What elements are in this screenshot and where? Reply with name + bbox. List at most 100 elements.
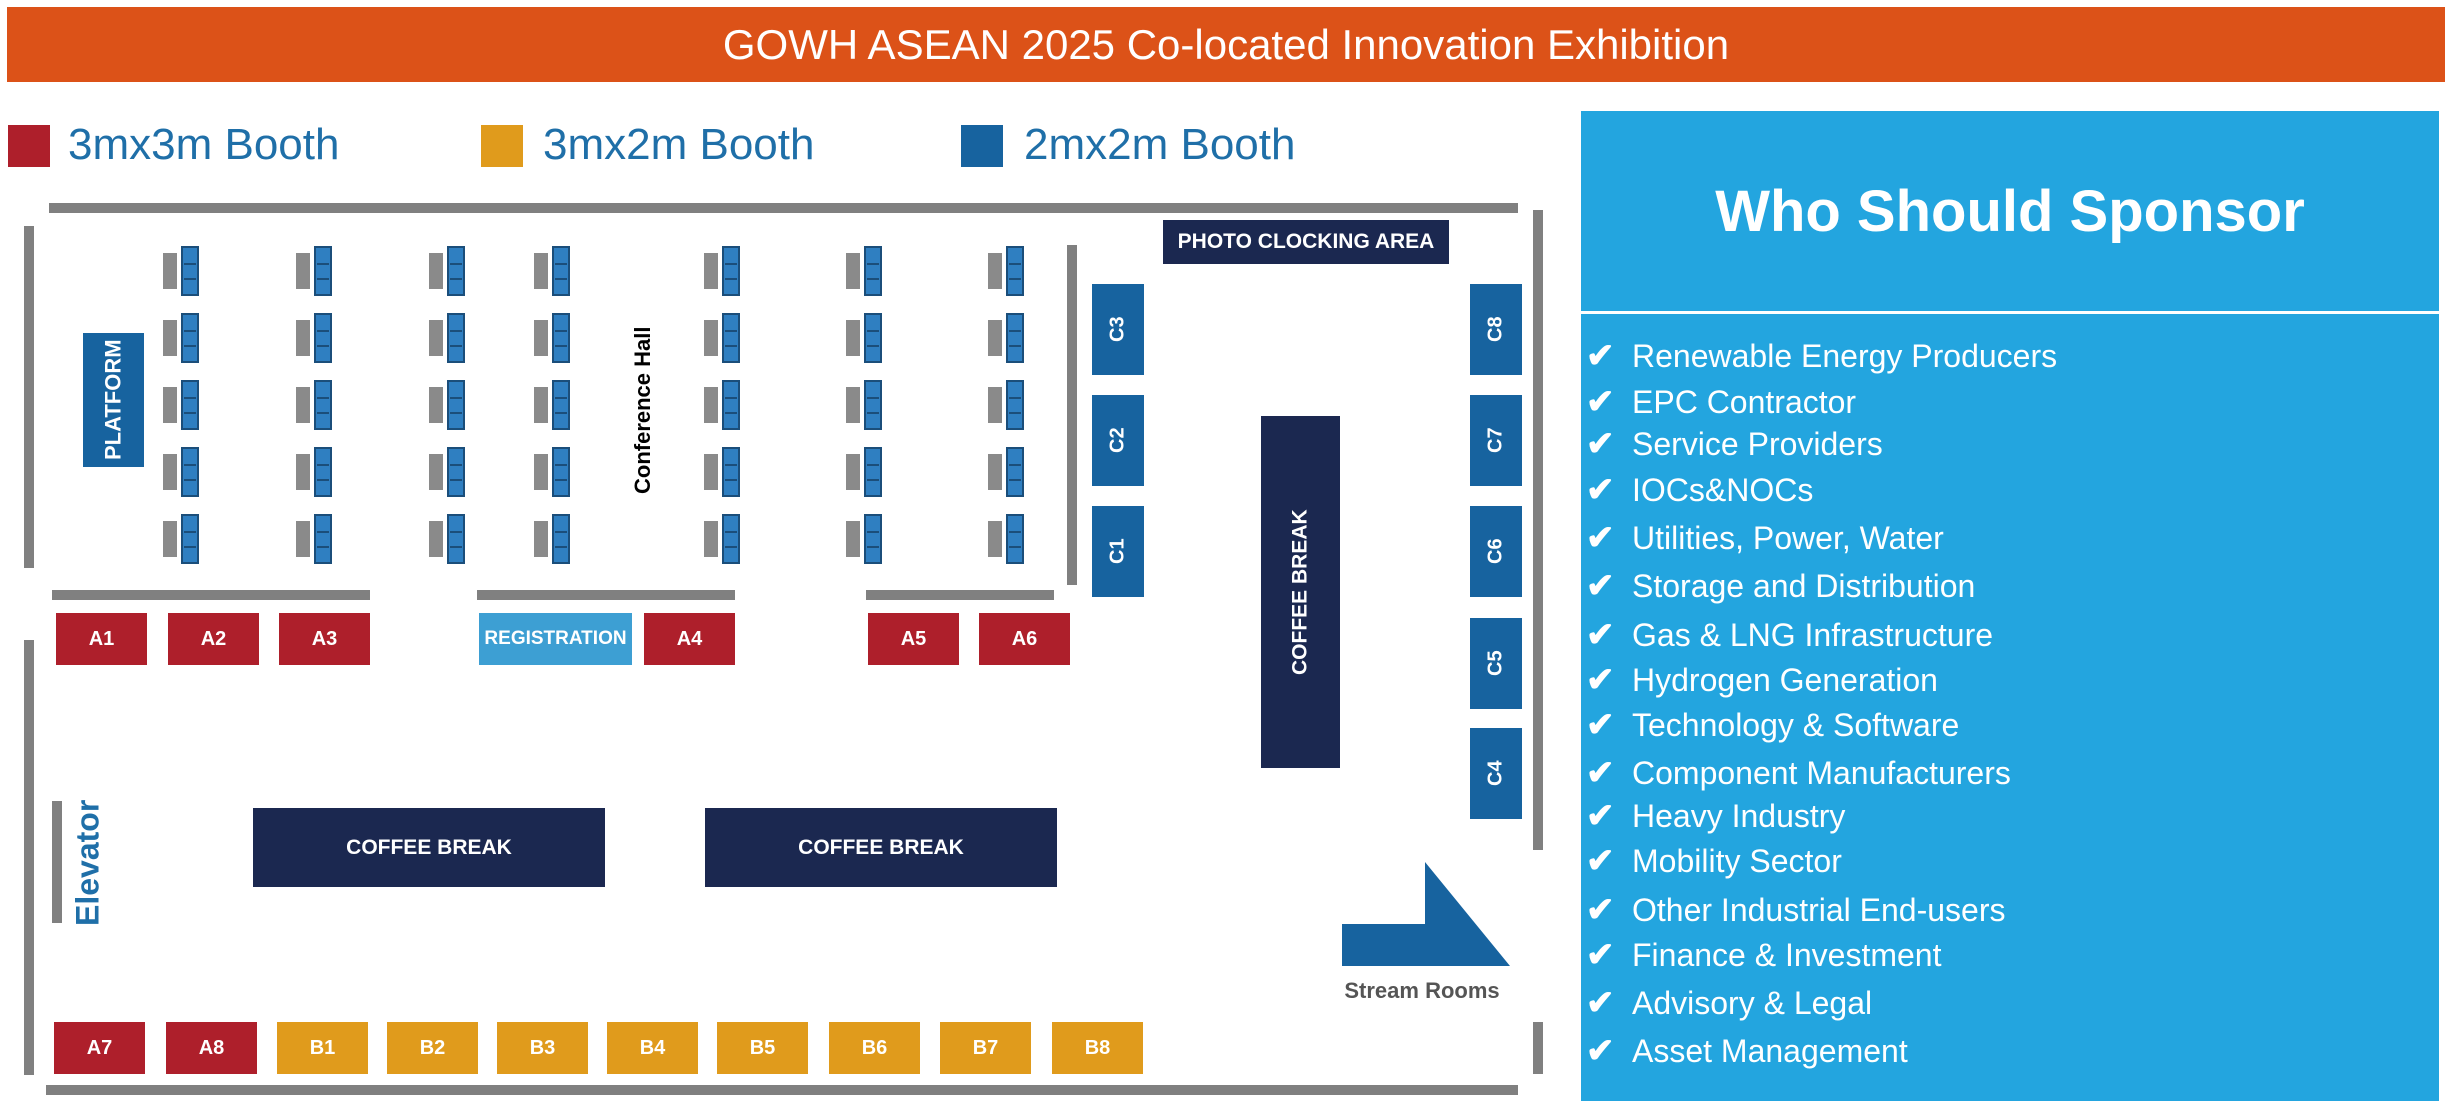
booth-a5[interactable]: A5 — [868, 613, 959, 665]
wall-hall-bottom-3 — [866, 590, 1054, 600]
seat-blue — [181, 313, 199, 363]
seat-blue — [447, 514, 465, 564]
seat-grey — [704, 521, 718, 557]
seat-blue — [447, 313, 465, 363]
seat-grey — [534, 320, 548, 356]
seat-blue — [864, 246, 882, 296]
seat-grey — [163, 387, 177, 423]
booth-c7[interactable]: C7 — [1470, 395, 1522, 486]
seat-grey — [704, 454, 718, 490]
platform[interactable]: PLATFORM — [83, 333, 144, 467]
booth-b4[interactable]: B4 — [607, 1022, 698, 1074]
booth-c2[interactable]: C2 — [1092, 395, 1144, 486]
booth-a2[interactable]: A2 — [168, 613, 259, 665]
seat-blue — [447, 447, 465, 497]
photo-clocking-area[interactable]: PHOTO CLOCKING AREA — [1163, 220, 1449, 264]
seat-grey — [704, 387, 718, 423]
sponsor-item: ✔Gas & LNG Infrastructure — [1586, 616, 1994, 654]
wall-left-lower — [24, 640, 34, 1075]
booth-b2[interactable]: B2 — [387, 1022, 478, 1074]
coffee-break-vertical[interactable]: COFFEE BREAK — [1261, 416, 1340, 768]
sponsor-title: Who Should Sponsor — [1715, 178, 2305, 244]
sponsor-divider — [1581, 311, 2439, 314]
booth-b5[interactable]: B5 — [717, 1022, 808, 1074]
seat-blue — [552, 380, 570, 430]
booth-c8[interactable]: C8 — [1470, 284, 1522, 375]
seat-grey — [846, 454, 860, 490]
conference-hall-label: Conference Hall — [630, 326, 655, 494]
seat-grey — [534, 454, 548, 490]
seat-grey — [163, 521, 177, 557]
booth-a8[interactable]: A8 — [166, 1022, 257, 1074]
booth-b3[interactable]: B3 — [497, 1022, 588, 1074]
seat-blue — [181, 447, 199, 497]
seat-blue — [722, 514, 740, 564]
seat-blue — [1006, 246, 1024, 296]
booth-c5[interactable]: C5 — [1470, 618, 1522, 709]
seat-blue — [552, 313, 570, 363]
seat-blue — [447, 246, 465, 296]
booth-c4[interactable]: C4 — [1470, 728, 1522, 819]
booth-b6[interactable]: B6 — [829, 1022, 920, 1074]
seat-blue — [181, 246, 199, 296]
seat-grey — [296, 521, 310, 557]
seat-grey — [163, 454, 177, 490]
seat-blue — [864, 313, 882, 363]
sponsor-item: ✔Storage and Distribution — [1586, 567, 1976, 605]
check-icon: ✔ — [1586, 471, 1615, 509]
booth-c6[interactable]: C6 — [1470, 506, 1522, 597]
sponsor-item: ✔Advisory & Legal — [1586, 984, 1873, 1022]
booth-a3[interactable]: A3 — [279, 613, 370, 665]
page-title: GOWH ASEAN 2025 Co-located Innovation Ex… — [7, 7, 2445, 82]
sponsor-item: ✔Finance & Investment — [1586, 936, 1942, 974]
seat-blue — [314, 246, 332, 296]
seat-blue — [314, 313, 332, 363]
check-icon: ✔ — [1586, 567, 1615, 605]
booth-c1[interactable]: C1 — [1092, 506, 1144, 597]
seat-blue — [314, 447, 332, 497]
wall-left-upper — [24, 226, 34, 568]
stream-rooms-label: Stream Rooms — [1344, 978, 1500, 1003]
check-icon: ✔ — [1586, 936, 1615, 974]
wall-hall-bottom-1 — [52, 590, 370, 600]
seat-grey — [988, 521, 1002, 557]
check-icon: ✔ — [1586, 797, 1615, 835]
booth-c3[interactable]: C3 — [1092, 284, 1144, 375]
seat-blue — [1006, 380, 1024, 430]
booth-b8[interactable]: B8 — [1052, 1022, 1143, 1074]
booth-a4[interactable]: A4 — [644, 613, 735, 665]
booth-b1[interactable]: B1 — [277, 1022, 368, 1074]
check-icon: ✔ — [1586, 519, 1615, 557]
wall-right-lower — [1533, 1022, 1543, 1074]
check-icon: ✔ — [1586, 383, 1615, 421]
booth-b7[interactable]: B7 — [940, 1022, 1031, 1074]
booth-a1[interactable]: A1 — [56, 613, 147, 665]
booth-a6[interactable]: A6 — [979, 613, 1070, 665]
check-icon: ✔ — [1586, 616, 1615, 654]
seat-grey — [163, 253, 177, 289]
booth-a7[interactable]: A7 — [54, 1022, 145, 1074]
sponsor-panel — [1581, 111, 2439, 1101]
wall-hall-divider — [1067, 245, 1077, 585]
seat-grey — [704, 320, 718, 356]
coffee-break-left[interactable]: COFFEE BREAK — [253, 808, 605, 887]
sponsor-item: ✔Renewable Energy Producers — [1586, 337, 2058, 375]
seat-grey — [429, 387, 443, 423]
seat-grey — [846, 387, 860, 423]
seat-blue — [552, 447, 570, 497]
check-icon: ✔ — [1586, 842, 1615, 880]
coffee-break-right[interactable]: COFFEE BREAK — [705, 808, 1057, 887]
seat-grey — [846, 521, 860, 557]
seat-grey — [534, 387, 548, 423]
sponsor-item: ✔EPC Contractor — [1586, 383, 1857, 421]
seat-grey — [296, 253, 310, 289]
check-icon: ✔ — [1586, 661, 1615, 699]
seat-grey — [296, 320, 310, 356]
seat-grey — [988, 320, 1002, 356]
sponsor-item: ✔Technology & Software — [1586, 706, 1960, 744]
registration-desk[interactable]: REGISTRATION — [479, 613, 632, 665]
seat-grey — [296, 387, 310, 423]
sponsor-item: ✔Utilities, Power, Water — [1586, 519, 1944, 557]
seat-grey — [988, 454, 1002, 490]
wall-hall-bottom-2 — [477, 590, 735, 600]
